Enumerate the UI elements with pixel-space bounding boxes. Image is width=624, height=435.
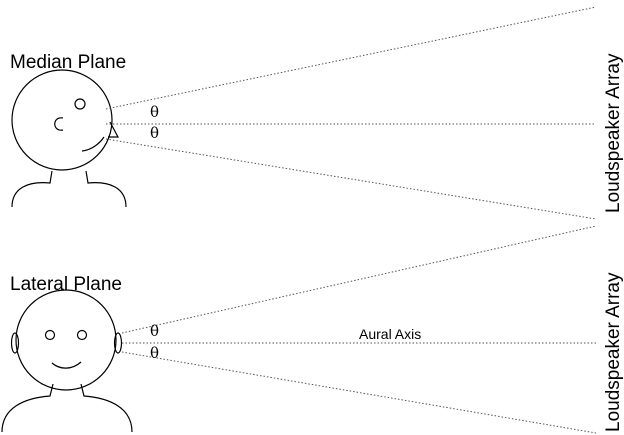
lateral-upper-line (121, 225, 597, 334)
median-loudspeaker-array-label: Loudspeaker Array (603, 53, 624, 213)
lateral-mouth (51, 361, 82, 369)
lateral-plane-section: Lateral Plane θ θ Aural Axis Loudspeaker… (1, 225, 624, 434)
lateral-right-eye (76, 329, 88, 341)
lateral-plane-title: Lateral Plane (10, 274, 122, 295)
lateral-body (1, 383, 133, 433)
lateral-head (15, 289, 117, 391)
median-ear (54, 117, 64, 131)
lateral-loudspeaker-array-label: Loudspeaker Array (603, 272, 624, 432)
median-body (11, 170, 127, 208)
lateral-lower-line (121, 351, 597, 434)
median-upper-line (105, 6, 597, 110)
median-theta-upper: θ (150, 103, 159, 121)
lateral-left-eye (44, 329, 56, 341)
median-mouth (81, 136, 105, 152)
median-plane-title: Median Plane (10, 52, 126, 73)
median-eye (74, 98, 86, 110)
median-plane-section: Median Plane θ θ Loudspeaker Array (10, 6, 624, 220)
lateral-theta-lower: θ (150, 344, 159, 362)
lateral-right-ear (113, 332, 123, 354)
lateral-theta-upper: θ (150, 322, 159, 340)
median-theta-lower: θ (150, 124, 159, 142)
median-lower-line (105, 138, 597, 220)
lateral-left-ear (10, 332, 20, 354)
aural-axis-label: Aural Axis (359, 326, 421, 342)
median-head (11, 69, 113, 171)
median-nose (108, 121, 119, 138)
